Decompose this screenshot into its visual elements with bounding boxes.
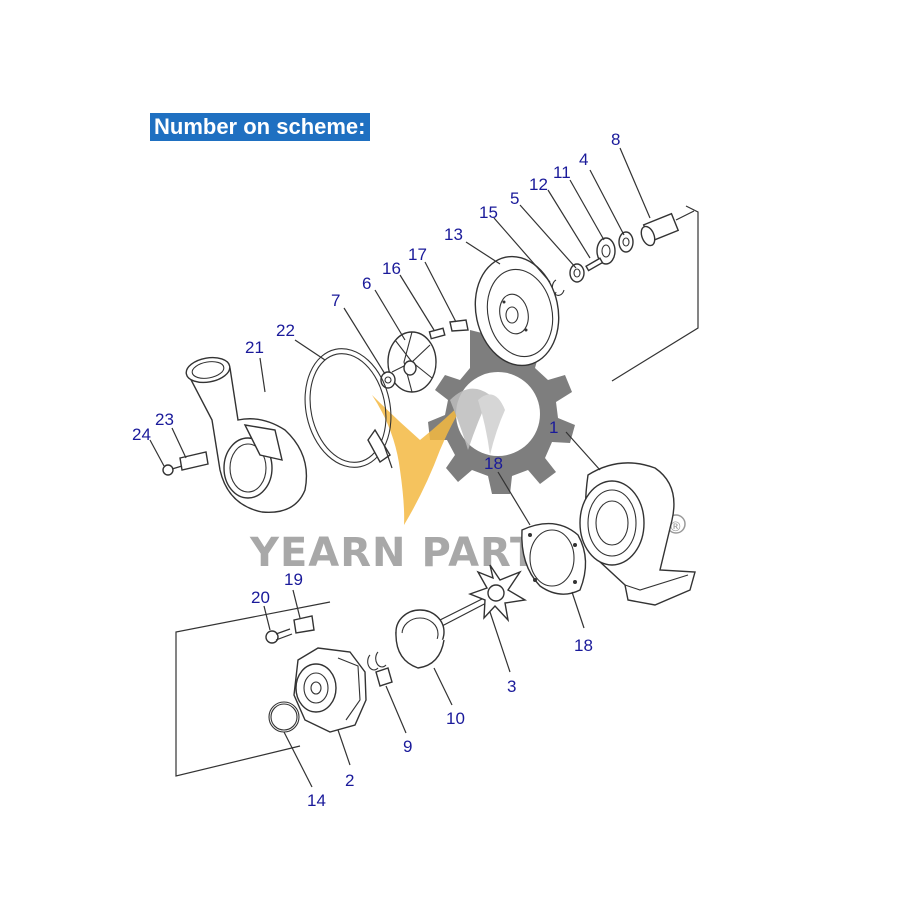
leader-lines: [149, 147, 651, 788]
callout-10: 10: [446, 709, 465, 728]
part-8-sleeve: [640, 210, 695, 247]
callout-5: 5: [510, 189, 519, 208]
callout-23: 23: [155, 410, 174, 429]
callout-22: 22: [276, 321, 295, 340]
callout-24: 24: [132, 425, 151, 444]
group-bracket-top: [611, 205, 699, 382]
part-22-clamp-ring: [304, 348, 393, 469]
part-12-pin: [585, 257, 604, 272]
part-11-bearing: [596, 237, 616, 265]
part-6-compressor-wheel: [387, 331, 437, 393]
part-20-bolt: [265, 628, 293, 644]
watermark-leaf-icon: [372, 388, 505, 525]
part-16-bolt: [428, 327, 446, 340]
callout-7: 7: [331, 291, 340, 310]
callout-2: 2: [345, 771, 354, 790]
callout-4: 4: [579, 150, 588, 169]
watermark-brand: YEARN PARTS: [249, 530, 568, 576]
callout-12: 12: [529, 175, 548, 194]
part-14-o-ring: [268, 701, 300, 733]
part-5-ring: [569, 263, 585, 283]
part-1-turbine-housing: [579, 462, 696, 606]
callout-13: 13: [444, 225, 463, 244]
part-19-lock-plate: [293, 615, 315, 634]
callout-15: 15: [479, 203, 498, 222]
part-21-compressor-housing: [185, 356, 308, 514]
part-17-clip: [449, 319, 469, 332]
callout-19: 19: [284, 570, 303, 589]
part-4-nut: [618, 231, 634, 253]
part-18-gasket: [521, 522, 587, 595]
callout-11: 11: [553, 163, 571, 182]
callout-18-top: 18: [484, 454, 503, 473]
group-bracket-bottom: [175, 601, 331, 777]
part-2-center-housing: [293, 647, 367, 733]
callout-14: 14: [307, 791, 326, 810]
callout-20: 20: [251, 588, 270, 607]
part-10-heat-shield: [395, 609, 445, 669]
callout-18-bottom: 18: [574, 636, 593, 655]
callout-8: 8: [611, 130, 620, 149]
part-3-turbine-shaft: [439, 564, 528, 627]
part-24-bolt: [162, 464, 183, 476]
callout-numbers: 8 4 11 12 5 15 13 17 16 6 7 22 21 23 24 …: [132, 130, 620, 810]
callout-17: 17: [408, 245, 427, 264]
callout-21: 21: [245, 338, 264, 357]
callout-3: 3: [507, 677, 516, 696]
callout-9: 9: [403, 737, 412, 756]
callout-16: 16: [382, 259, 401, 278]
callout-6: 6: [362, 274, 371, 293]
registered-mark: ®: [669, 520, 682, 535]
part-13-back-plate: [474, 255, 560, 367]
part-9-seal-ring: [367, 651, 393, 687]
callout-1: 1: [549, 418, 558, 437]
section-title: Number on scheme:: [150, 113, 370, 141]
